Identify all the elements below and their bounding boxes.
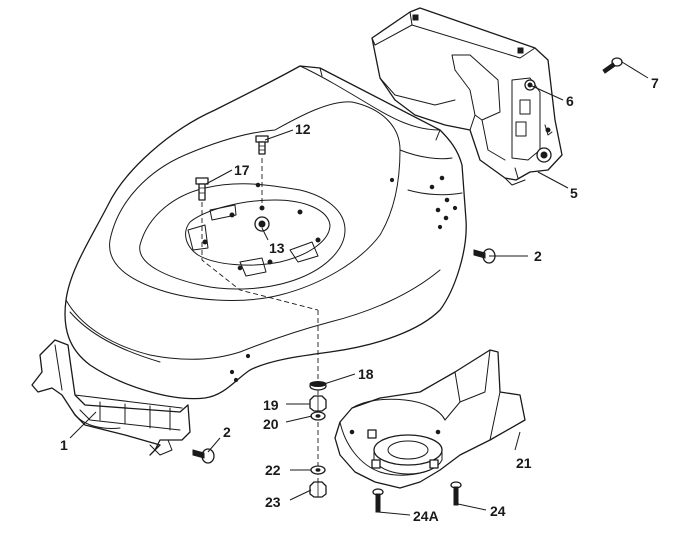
- callout-20: 20: [263, 416, 279, 432]
- callout-2-right: 2: [534, 248, 542, 264]
- callout-6: 6: [566, 93, 574, 109]
- spring-washer-18: [309, 381, 327, 391]
- callout-18: 18: [358, 366, 374, 382]
- callout-22: 22: [265, 462, 281, 478]
- callout-2-left: 2: [223, 424, 231, 440]
- callout-24: 24: [490, 503, 506, 519]
- mower-deck: [64, 65, 467, 400]
- leader-lines: [69, 61, 649, 516]
- callout-5: 5: [570, 185, 578, 201]
- washer-20: [310, 411, 326, 421]
- callout-13: 13: [269, 240, 285, 256]
- bolt-24: [450, 481, 462, 506]
- callout-19: 19: [263, 397, 279, 413]
- bolt-17: [195, 177, 209, 201]
- screw-7: [602, 57, 623, 74]
- nut-19: [309, 395, 327, 412]
- rear-housing-part-5: [371, 7, 563, 186]
- chute-part-21: [334, 349, 526, 489]
- washer-22: [310, 465, 326, 475]
- callout-1: 1: [60, 437, 68, 453]
- screw-2-left: [192, 448, 215, 464]
- callout-7: 7: [651, 75, 659, 91]
- callout-21: 21: [516, 455, 532, 471]
- bolt-24a: [372, 488, 384, 513]
- bolt-12: [255, 135, 269, 155]
- callout-17: 17: [234, 162, 250, 178]
- callout-23: 23: [265, 494, 281, 510]
- bolt-axis-line-2: [201, 202, 319, 311]
- nut-23: [309, 481, 327, 498]
- front-bracket-part-1: [31, 339, 191, 456]
- callout-12: 12: [295, 121, 311, 137]
- callout-24a: 24A: [413, 508, 439, 524]
